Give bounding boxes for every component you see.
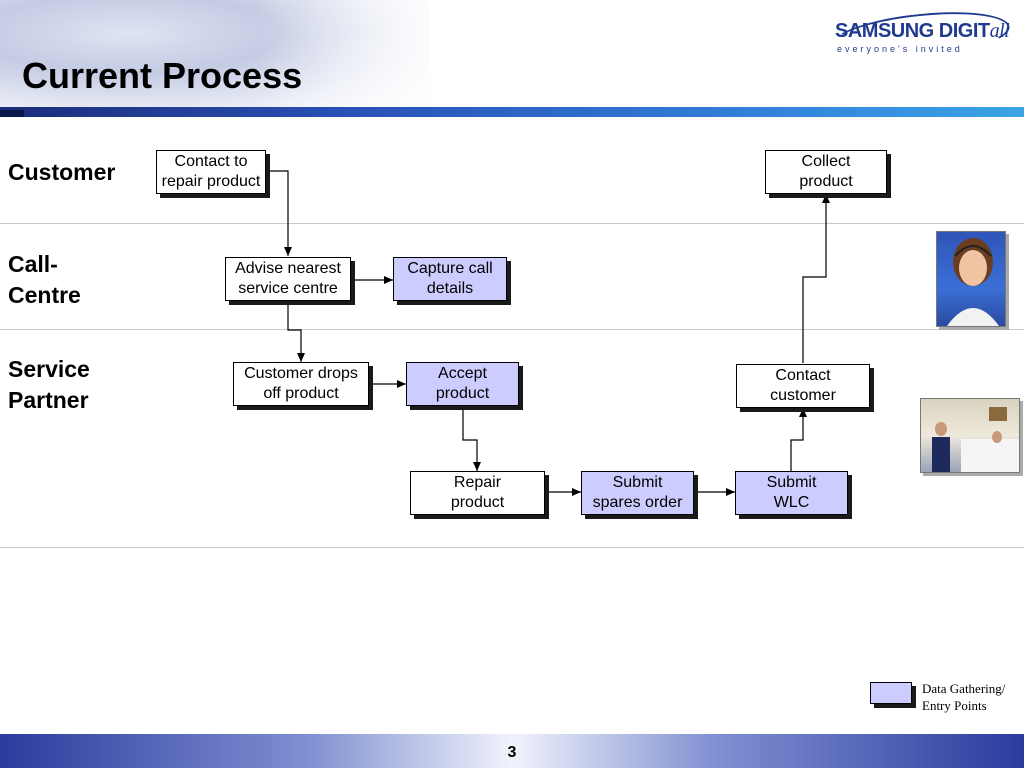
connector-accept-to-repair — [462, 406, 481, 471]
step-submit-wlc: Submit WLC — [735, 471, 848, 515]
step-repair-product: Repair product — [410, 471, 545, 515]
lane-label-call-centre: Call- Centre — [8, 251, 81, 308]
lane-label-service-partner: Service Partner — [8, 356, 90, 413]
logo-brand-italic: all — [989, 20, 1010, 42]
call-centre-agent-image — [947, 238, 999, 326]
footer-bar — [0, 734, 1024, 768]
lane-divider — [0, 223, 1024, 224]
header-bar — [0, 107, 1024, 117]
connector-advise-to-drops — [287, 302, 305, 362]
logo-tagline: everyone's invited — [837, 44, 963, 54]
logo-wordmark: SAMSUNG DIGITall — [835, 20, 1010, 43]
header-bar-accent — [0, 110, 24, 117]
legend-swatch — [870, 682, 912, 704]
step-accept-product: Accept product — [406, 362, 519, 406]
step-collect-product: Collect product — [765, 150, 887, 194]
step-contact-customer: Contact customer — [736, 364, 870, 408]
call-centre-agent-photo — [936, 231, 1006, 327]
service-partner-photo — [920, 398, 1020, 473]
logo-brand: SAMSUNG DIGIT — [835, 20, 990, 42]
header-fade — [0, 0, 1024, 112]
lane-divider — [0, 329, 1024, 330]
step-submit-spares-order: Submit spares order — [581, 471, 694, 515]
connector-wlc-to-contact — [790, 408, 807, 471]
step-customer-drops-off: Customer drops off product — [233, 362, 369, 406]
lane-label-customer: Customer — [8, 159, 116, 185]
lane-divider — [0, 547, 1024, 548]
samsung-logo: SAMSUNG DIGITall everyone's invited — [829, 4, 1012, 68]
step-advise-service-centre: Advise nearest service centre — [225, 257, 351, 301]
connector-contact-to-collect — [802, 194, 830, 363]
step-contact-to-repair: Contact to repair product — [156, 150, 266, 194]
connector-contact-to-advise — [266, 170, 292, 256]
step-capture-call-details: Capture call details — [393, 257, 507, 301]
slide-title: Current Process — [22, 55, 303, 96]
page-number: 3 — [507, 744, 517, 761]
service-counter-image — [932, 407, 1019, 472]
legend-label: Data Gathering/ Entry Points — [922, 681, 1006, 713]
